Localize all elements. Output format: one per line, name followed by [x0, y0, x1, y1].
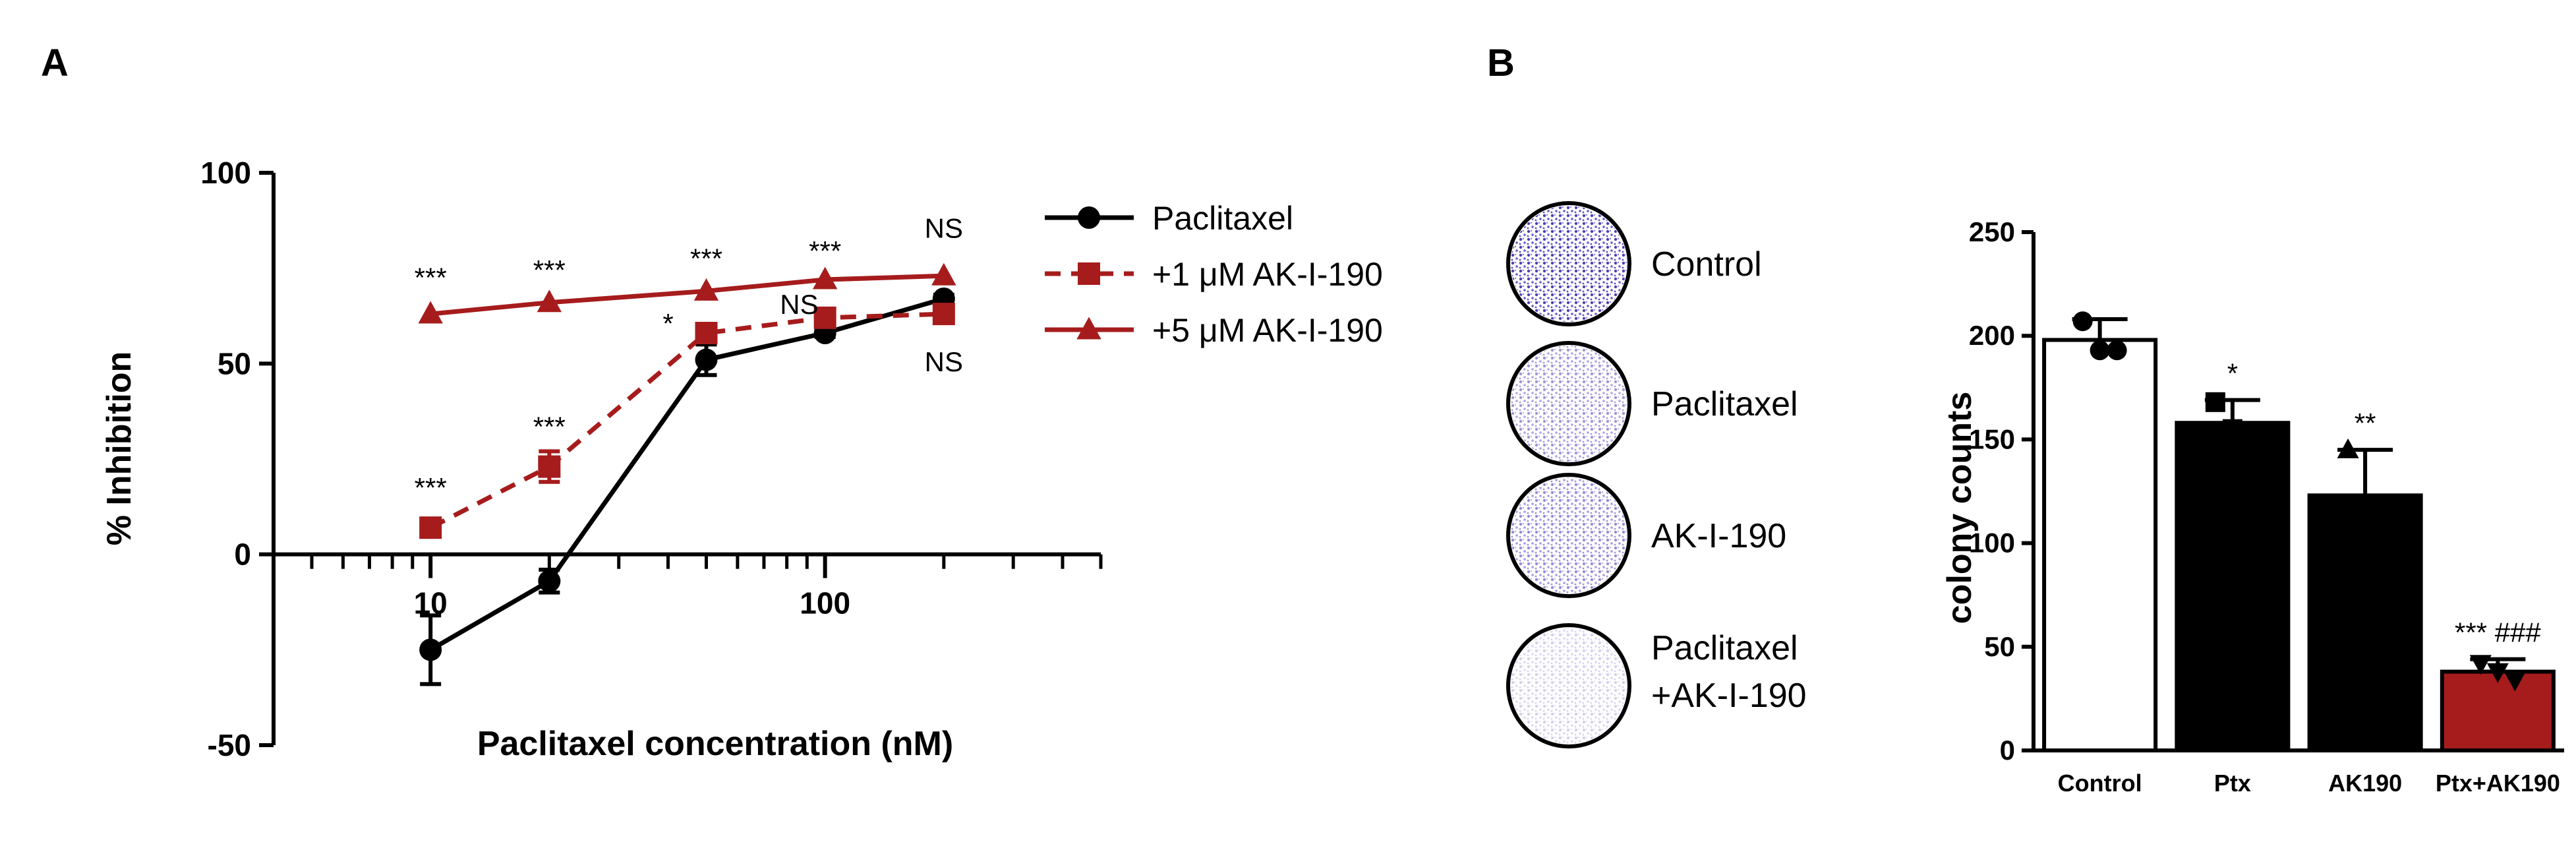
series-line-0: [429, 296, 945, 652]
bar-significance-label: *: [2227, 358, 2238, 389]
plate-label-ak: AK-I-190: [1651, 517, 1786, 555]
bar-category-label: AK190: [2328, 770, 2402, 797]
bar-1: [2175, 421, 2291, 752]
series-line-2: [430, 273, 944, 317]
plate-label-paclitaxel: Paclitaxel: [1651, 385, 1798, 423]
data-point-0: [695, 348, 718, 371]
data-point-1: [538, 455, 561, 478]
bar-category-label: Ptx+AK190: [2436, 770, 2560, 797]
data-point-2: [931, 262, 956, 286]
bar-y-tick-label: 250: [1969, 216, 2015, 247]
bar-data-point: [2205, 392, 2225, 412]
plate-label-combo-line1: Paclitaxel: [1651, 629, 1798, 667]
plate-outline: [1506, 623, 1631, 748]
bar-data-point: [2486, 663, 2509, 683]
plate-colonies: [1511, 628, 1627, 744]
data-point-1: [813, 306, 836, 329]
plate-colonies: [1511, 206, 1627, 322]
y-tick-label: -50: [208, 728, 251, 762]
legend-swatch-marker: [1078, 262, 1100, 285]
data-point-0: [419, 638, 442, 661]
bar-data-point: [2354, 494, 2376, 514]
data-point-2: [812, 266, 838, 289]
bar-data-point: [2337, 438, 2359, 458]
y-axis-title: % Inhibition: [100, 351, 138, 546]
significance-label: NS: [925, 212, 963, 243]
plate-colonies: [1511, 346, 1627, 462]
data-point-0: [538, 570, 561, 593]
legend-swatch-marker: [1076, 317, 1101, 340]
bar-data-point: [2090, 340, 2110, 361]
bar-y-tick-label: 0: [2000, 735, 2015, 766]
bar-y-tick-label: 200: [1969, 320, 2015, 351]
plate-outline: [1506, 473, 1631, 598]
panel-a-letter: A: [41, 42, 69, 84]
bar-y-axis-title: colony counts: [1941, 392, 1979, 624]
bar-data-point: [2503, 671, 2526, 692]
bar-data-point: [2239, 425, 2260, 446]
data-point-2: [418, 301, 443, 324]
data-point-2: [537, 289, 562, 313]
bar-significance-label: **: [2355, 408, 2376, 439]
significance-label: NS: [780, 289, 818, 320]
significance-label: *: [662, 308, 673, 339]
significance-label: ***: [415, 262, 447, 293]
dose-response-series: [418, 262, 956, 686]
plate-label-control: Control: [1651, 245, 1762, 284]
y-tick-label: 100: [200, 156, 251, 190]
colony-count-chart: 0 50 100 150 200 250 Control Ptx * AK190 ** Ptx+AK…: [1941, 216, 2564, 797]
significance-label: ***: [415, 472, 447, 503]
plate-outline: [1506, 201, 1631, 326]
bar-0: [2042, 338, 2158, 752]
significance-label: ***: [690, 243, 722, 274]
legend-label: +1 μM AK-I-190: [1152, 256, 1383, 293]
series-line-1: [429, 311, 944, 530]
x-axis-title: Paclitaxel concentration (nM): [477, 725, 953, 763]
bar-category-label: Control: [2058, 770, 2142, 797]
panel-b-letter: B: [1487, 42, 1515, 84]
bar-3: [2440, 669, 2556, 753]
colony-plates: ControlPaclitaxelAK-I-190Paclitaxel+AK-I…: [1506, 201, 1807, 748]
legend-label: +5 μM AK-I-190: [1152, 312, 1383, 349]
bar-y-tick-label: 150: [1969, 423, 2015, 454]
data-point-1: [419, 516, 442, 539]
bar-data-point: [2222, 419, 2242, 439]
bar-data-point: [2469, 655, 2492, 675]
bar-category-label: Ptx: [2214, 770, 2251, 797]
y-tick-label: 0: [234, 537, 251, 572]
data-point-1: [932, 303, 955, 326]
bar-data-point: [2072, 311, 2093, 332]
legend-swatch-marker: [1078, 206, 1100, 229]
y-tick-label: 50: [218, 346, 251, 380]
bar-data-point: [2371, 519, 2393, 539]
colony-count-bars: Control Ptx * AK190 ** Ptx+AK190 *** ###: [2042, 311, 2560, 797]
plate-label-combo-line2: +AK-I-190: [1651, 677, 1807, 715]
plate-colonies: [1511, 477, 1627, 593]
data-point-2: [693, 278, 719, 301]
legend-label: Paclitaxel: [1152, 200, 1293, 237]
bar-y-tick-label: 50: [1984, 631, 2015, 662]
data-point-1: [695, 322, 718, 345]
plate-outline: [1506, 341, 1631, 466]
bar-2: [2307, 493, 2423, 753]
dose-response-legend: Paclitaxel +1 μM AK-I-190 +5 μM AK-I-190: [1045, 200, 1383, 349]
bar-data-point: [2107, 340, 2127, 361]
significance-label: ***: [809, 235, 841, 266]
significance-label: ***: [533, 255, 566, 286]
bar-significance-label: *** ###: [2455, 617, 2541, 648]
significance-label: NS: [925, 346, 963, 377]
x-tick-label: 100: [800, 586, 850, 621]
significance-label: ***: [533, 411, 566, 442]
bar-y-tick-label: 100: [1969, 528, 2015, 559]
